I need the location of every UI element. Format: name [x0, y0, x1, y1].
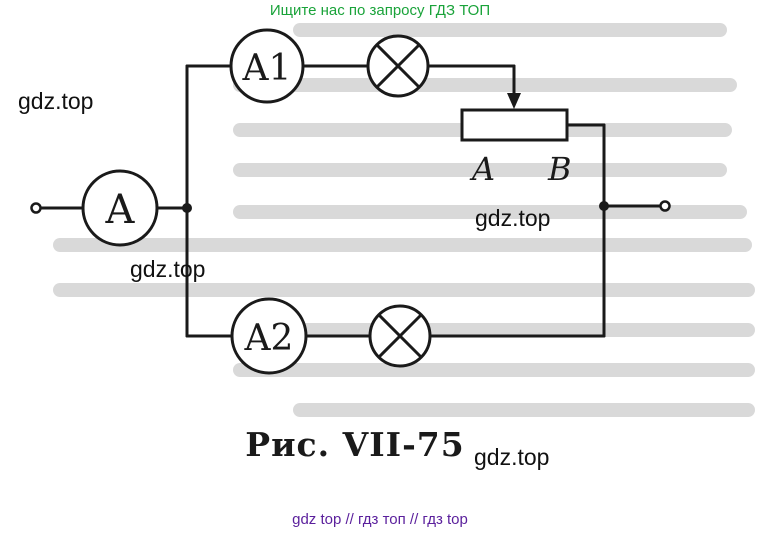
slider-arrow-icon [507, 93, 521, 109]
ammeter-a1: A1 [229, 28, 305, 104]
right-junction-node [599, 201, 609, 211]
footer-links[interactable]: gdz top // гдз топ // гдз top [292, 511, 468, 528]
faded-background-text [53, 23, 755, 417]
output-terminal [659, 200, 671, 212]
circuit-diagram: A A1 A B A2 [30, 28, 671, 375]
watermark: gdz.top [474, 444, 550, 470]
rheostat-body [460, 108, 569, 142]
input-terminal [30, 202, 42, 214]
figure-caption: Рис. VII-75 [245, 425, 465, 464]
top-banner[interactable]: Ищите нас по запросу ГДЗ ТОП [269, 2, 491, 19]
ammeter-a-label: A [105, 187, 136, 233]
rheostat-end-a-label: A [469, 150, 495, 188]
watermark: gdz.top [18, 88, 94, 114]
watermark: gdz.top [130, 256, 206, 282]
rheostat: A B [460, 93, 572, 188]
left-junction-node [182, 203, 192, 213]
ammeter-a2: A2 [230, 297, 308, 375]
watermark: gdz.top [475, 205, 551, 231]
ammeter-a: A [81, 169, 159, 247]
lamp-top-icon [366, 34, 430, 98]
ammeter-a1-label: A1 [242, 48, 292, 89]
lamp-bottom-icon [368, 304, 432, 368]
rheostat-end-b-label: B [547, 150, 572, 188]
ammeter-a2-label: A2 [244, 318, 294, 359]
